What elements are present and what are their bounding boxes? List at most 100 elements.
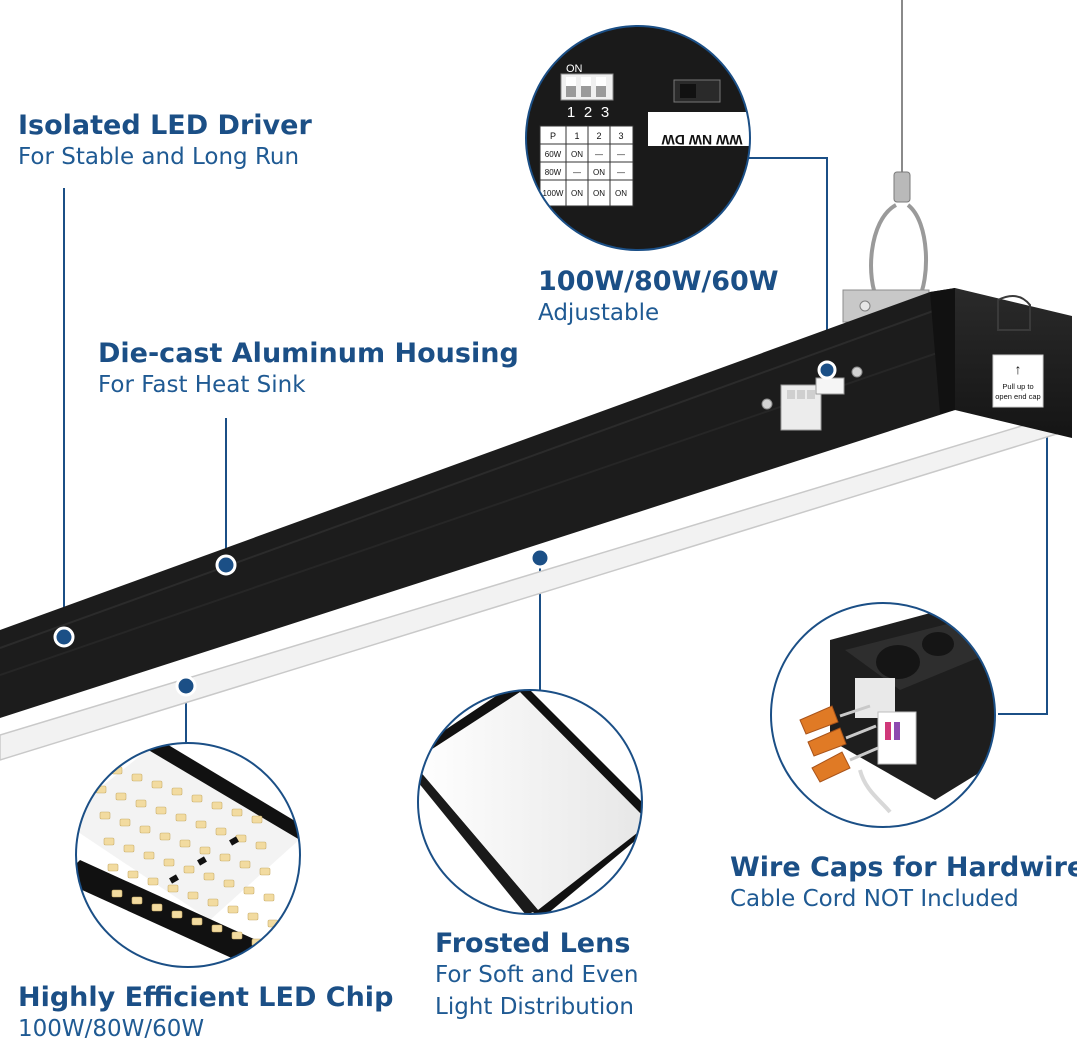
- table-cell: 100W: [543, 189, 564, 198]
- led-chip: [179, 839, 191, 848]
- led-chip: [123, 844, 135, 853]
- led-chip: [219, 853, 231, 862]
- dot-switch: [817, 360, 837, 380]
- switch-detail-circle: ON 1 2 3 WW NW DW: [525, 25, 751, 251]
- driver-title: Isolated LED Driver: [18, 110, 312, 141]
- led-chip: [139, 825, 151, 834]
- lens-title: Frosted Lens: [435, 928, 631, 959]
- led-chip: [207, 898, 219, 907]
- dip-number-1: 1: [567, 104, 575, 121]
- sticker-line-2: open end cap: [995, 392, 1040, 401]
- leader-wirecaps: [998, 425, 1048, 715]
- led-chip: [183, 865, 195, 874]
- led-chip: [203, 872, 215, 881]
- table-cell: —: [617, 168, 625, 177]
- led-chip: [187, 891, 199, 900]
- led-chip: [163, 858, 175, 867]
- table-cell: ON: [571, 150, 583, 159]
- wirecaps-title: Wire Caps for Hardwire: [730, 852, 1077, 883]
- table-cell: 60W: [545, 150, 562, 159]
- dip-switch: ON 1 2 3: [560, 63, 614, 121]
- callout-lens: Frosted Lens For Soft and Even Light Dis…: [435, 928, 638, 1023]
- led-chip: [247, 912, 259, 921]
- housing-subtitle: For Fast Heat Sink: [98, 372, 306, 399]
- table-cell: 80W: [545, 168, 562, 177]
- led-chip: [199, 846, 211, 855]
- callout-housing: Die-cast Aluminum Housing For Fast Heat …: [98, 338, 519, 401]
- led-chip: [99, 811, 111, 820]
- led-chip: [251, 815, 263, 824]
- switch-title: 100W/80W/60W: [538, 266, 779, 297]
- table-cell: ON: [593, 168, 605, 177]
- housing-title: Die-cast Aluminum Housing: [98, 338, 519, 369]
- dot-lens: [529, 547, 551, 569]
- led-chip: [151, 903, 163, 912]
- sticker-line-1: Pull up to: [1002, 382, 1033, 391]
- cct-slider-switch: WW NW DW: [648, 79, 750, 148]
- table-cell: —: [595, 150, 603, 159]
- slider-labels: WW NW DW: [661, 132, 743, 148]
- led-chip: [195, 820, 207, 829]
- dip-on-label: ON: [566, 63, 583, 75]
- led-chip: [111, 889, 123, 898]
- led-chip: [243, 886, 255, 895]
- callout-chip: Highly Efficient LED Chip 100W/80W/60W: [18, 982, 393, 1045]
- table-cell: —: [573, 168, 581, 177]
- table-cell: ON: [615, 189, 627, 198]
- led-chip: [155, 806, 167, 815]
- wirecaps-subtitle: Cable Cord NOT Included: [730, 886, 1019, 913]
- callout-switch: 100W/80W/60W Adjustable: [538, 266, 779, 329]
- table-header-3: 3: [618, 131, 623, 141]
- led-chip: [127, 870, 139, 879]
- led-chip: [119, 818, 131, 827]
- callout-wirecaps: Wire Caps for Hardwire Cable Cord NOT In…: [730, 852, 1077, 915]
- led-chip: [211, 801, 223, 810]
- chip-title: Highly Efficient LED Chip: [18, 982, 394, 1013]
- table-header-1: 1: [574, 131, 579, 141]
- led-chip: [191, 794, 203, 803]
- led-chip: [239, 860, 251, 869]
- switch-subtitle: Adjustable: [538, 300, 660, 327]
- lens-detail-circle: [417, 689, 643, 915]
- led-chip: [131, 896, 143, 905]
- table-cell: ON: [571, 189, 583, 198]
- led-chip: [223, 879, 235, 888]
- lens-subtitle-line-1: For Soft and Even: [435, 962, 639, 989]
- led-chip: [175, 813, 187, 822]
- chip-detail-circle: [75, 742, 301, 968]
- led-chip: [171, 787, 183, 796]
- dot-chip: [175, 675, 197, 697]
- led-chip: [91, 759, 103, 768]
- led-chip-array: [91, 759, 283, 954]
- led-chip: [107, 863, 119, 872]
- led-chip: [143, 851, 155, 860]
- led-chip: [259, 867, 271, 876]
- led-chip: [135, 799, 147, 808]
- led-chip: [231, 808, 243, 817]
- sticker-arrow-icon: ↑: [1015, 361, 1022, 377]
- housing-control-panel: [761, 364, 863, 431]
- led-chip: [167, 884, 179, 893]
- led-chip: [263, 893, 275, 902]
- table-header-2: 2: [596, 131, 601, 141]
- dip-number-3: 3: [601, 104, 609, 121]
- led-chip: [151, 780, 163, 789]
- table-header-p: P: [550, 131, 556, 141]
- led-chip: [159, 832, 171, 841]
- led-chip: [147, 877, 159, 886]
- lens-subtitle-line-2: Light Distribution: [435, 994, 634, 1021]
- dip-number-2: 2: [584, 104, 592, 121]
- hanging-cable: [842, 0, 930, 323]
- led-chip: [231, 931, 243, 940]
- led-chip: [131, 773, 143, 782]
- table-cell: ON: [593, 189, 605, 198]
- wirecaps-detail-circle: [770, 602, 996, 828]
- housing-body: [0, 292, 955, 718]
- dot-housing: [215, 554, 237, 576]
- power-table: P 1 2 3 60W ON — — 80W — ON — 100W ON ON…: [539, 125, 634, 207]
- light-fixture: ↑ Pull up to open end cap: [0, 288, 1072, 761]
- callout-dots: [53, 360, 837, 697]
- wire-nut-icon: [799, 705, 851, 783]
- led-chip: [103, 837, 115, 846]
- driver-subtitle: For Stable and Long Run: [18, 144, 300, 171]
